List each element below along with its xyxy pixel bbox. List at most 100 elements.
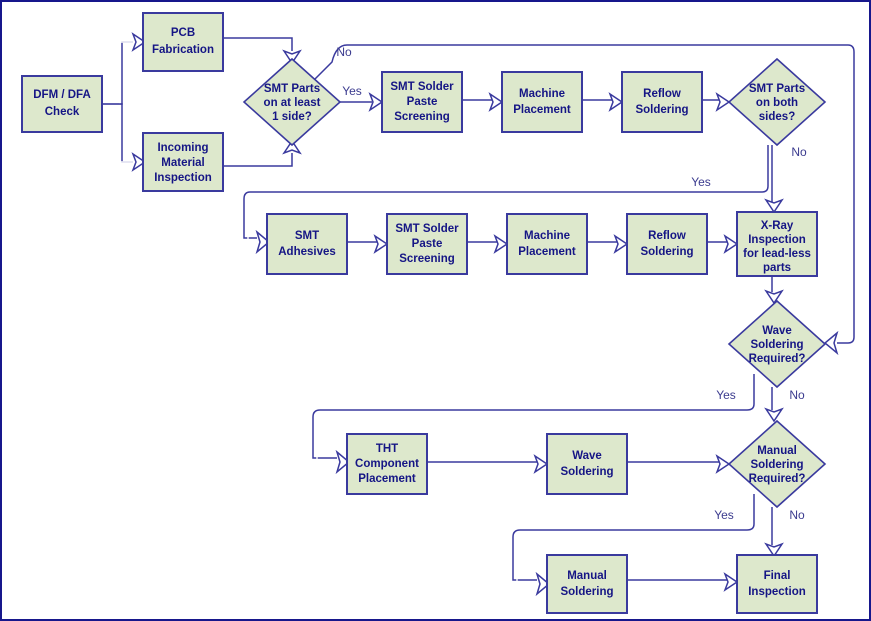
edge-label-wavereq-no: No: [789, 388, 805, 402]
node-wave-soldering[interactable]: Wave Soldering: [546, 433, 628, 495]
node-label-line: Soldering: [635, 104, 688, 116]
node-label-line: Paste: [407, 96, 438, 108]
node-label-line: X-Ray: [761, 220, 794, 232]
node-shape-rect[interactable]: [386, 213, 468, 275]
node-label-line: Screening: [399, 253, 455, 265]
edge-tht-to-wavesold: [427, 454, 549, 474]
node-shape-diamond[interactable]: [242, 57, 342, 147]
edge-xray-to-wavereq: [764, 276, 784, 305]
node-reflow-soldering-2[interactable]: Reflow Soldering: [626, 213, 708, 275]
edge-label-layer: Yes No No Yes Yes No Yes No: [336, 45, 807, 522]
edge-manualreq-yes-to-manualsold: [512, 494, 759, 597]
node-shape-rect[interactable]: [21, 75, 103, 133]
node-machine-placement-2[interactable]: Machine Placement: [506, 213, 588, 275]
edge-reflow1-to-smt2: [702, 92, 731, 112]
node-tht-component-placement[interactable]: THT Component Placement: [346, 433, 428, 495]
node-machine-placement-1[interactable]: Machine Placement: [501, 71, 583, 133]
node-label-line: Manual: [757, 445, 797, 457]
node-dfm-dfa-check[interactable]: DFM / DFA Check: [21, 75, 103, 133]
node-shape-rect[interactable]: [506, 213, 588, 275]
node-label-line: on both: [756, 97, 798, 109]
node-label-line: SMT: [295, 230, 319, 242]
edge-manualsold-to-final: [627, 572, 739, 592]
node-shape-rect[interactable]: [736, 211, 818, 277]
node-smt-adhesives[interactable]: SMT Adhesives: [266, 213, 348, 275]
edge-machine1-to-reflow1: [582, 92, 624, 112]
connector-layer: [102, 32, 855, 597]
edge-adhesives-to-paste2: [347, 234, 389, 254]
node-label-line: SMT Solder: [395, 223, 459, 235]
node-final-inspection[interactable]: Final Inspection: [736, 554, 818, 614]
node-label-line: Component: [355, 458, 419, 470]
node-incoming-material-inspection[interactable]: Incoming Material Inspection: [142, 132, 224, 192]
node-label-line: SMT Parts: [264, 83, 320, 95]
node-shape-rect[interactable]: [736, 554, 818, 614]
node-label-line: Inspection: [748, 586, 806, 598]
node-label-line: Machine: [519, 88, 565, 100]
node-label-line: Check: [45, 106, 80, 118]
node-shape-rect[interactable]: [501, 71, 583, 133]
node-label-line: Soldering: [560, 586, 613, 598]
node-reflow-soldering-1[interactable]: Reflow Soldering: [621, 71, 703, 133]
node-label-line: parts: [763, 262, 791, 274]
edge-manualreq-no-to-final: [764, 507, 784, 558]
node-label-line: Soldering: [750, 459, 803, 471]
node-shape-rect[interactable]: [626, 213, 708, 275]
node-smt-solder-paste-screening-1[interactable]: SMT Solder Paste Screening: [381, 71, 463, 133]
node-label-line: THT: [376, 443, 398, 455]
node-label-line: Inspection: [154, 172, 212, 184]
node-xray-inspection[interactable]: X-Ray Inspection for lead-less parts: [736, 211, 818, 277]
node-label-line: Fabrication: [152, 44, 214, 56]
node-shape-diamond[interactable]: [727, 419, 827, 509]
node-label-line: Wave: [762, 325, 792, 337]
node-label-line: Placement: [513, 104, 571, 116]
node-smt-parts-both-sides-decision[interactable]: SMT Parts on both sides?: [727, 57, 827, 147]
node-label-line: SMT Parts: [749, 83, 805, 95]
node-shape-rect[interactable]: [142, 132, 224, 192]
node-label-line: Manual: [567, 570, 607, 582]
node-label-line: SMT Solder: [390, 81, 454, 93]
node-shape-rect[interactable]: [546, 433, 628, 495]
edge-pcb-to-smt1: [223, 37, 302, 65]
edge-smt2-no-to-xray: [764, 145, 784, 214]
node-label-line: Screening: [394, 111, 450, 123]
edge-machine2-to-reflow2: [587, 234, 629, 254]
node-label-line: Adhesives: [278, 246, 336, 258]
node-label-line: Soldering: [640, 246, 693, 258]
node-label-line: PCB: [171, 27, 195, 39]
node-wave-soldering-required-decision[interactable]: Wave Soldering Required?: [727, 299, 827, 389]
node-shape-rect[interactable]: [621, 71, 703, 133]
node-smt-solder-paste-screening-2[interactable]: SMT Solder Paste Screening: [386, 213, 468, 275]
node-label-line: DFM / DFA: [33, 89, 91, 101]
node-label-line: Paste: [412, 238, 443, 250]
edge-label-smt2-no: No: [791, 145, 807, 159]
node-label-line: on at least: [264, 97, 321, 109]
node-shape-rect[interactable]: [381, 71, 463, 133]
node-label-line: Inspection: [748, 234, 806, 246]
node-label-line: Reflow: [643, 88, 681, 100]
node-shape-rect[interactable]: [142, 12, 224, 72]
node-pcb-fabrication[interactable]: PCB Fabrication: [142, 12, 224, 72]
edge-smt1-no-to-wavereq: [313, 44, 855, 356]
node-manual-soldering-required-decision[interactable]: Manual Soldering Required?: [727, 419, 827, 509]
node-label-line: Wave: [572, 450, 602, 462]
node-label-line: Reflow: [648, 230, 686, 242]
node-shape-rect[interactable]: [266, 213, 348, 275]
node-smt-parts-one-side-decision[interactable]: SMT Parts on at least 1 side?: [242, 57, 342, 147]
edge-dfm-to-incoming: [102, 103, 147, 172]
node-shape-rect[interactable]: [546, 554, 628, 614]
edge-label-smt1-no: No: [336, 45, 352, 59]
edge-label-smt1-yes: Yes: [342, 84, 362, 98]
node-shape-rect[interactable]: [346, 433, 428, 495]
node-shape-diamond[interactable]: [727, 299, 827, 389]
node-manual-soldering[interactable]: Manual Soldering: [546, 554, 628, 614]
edge-wavesold-to-manualreq: [627, 454, 731, 474]
edge-incoming-to-smt1: [223, 139, 302, 167]
node-shape-diamond[interactable]: [727, 57, 827, 147]
node-label-line: 1 side?: [272, 111, 312, 123]
node-label-line: sides?: [759, 111, 795, 123]
node-label-line: Required?: [749, 353, 806, 365]
edge-reflow2-to-xray: [707, 234, 739, 254]
